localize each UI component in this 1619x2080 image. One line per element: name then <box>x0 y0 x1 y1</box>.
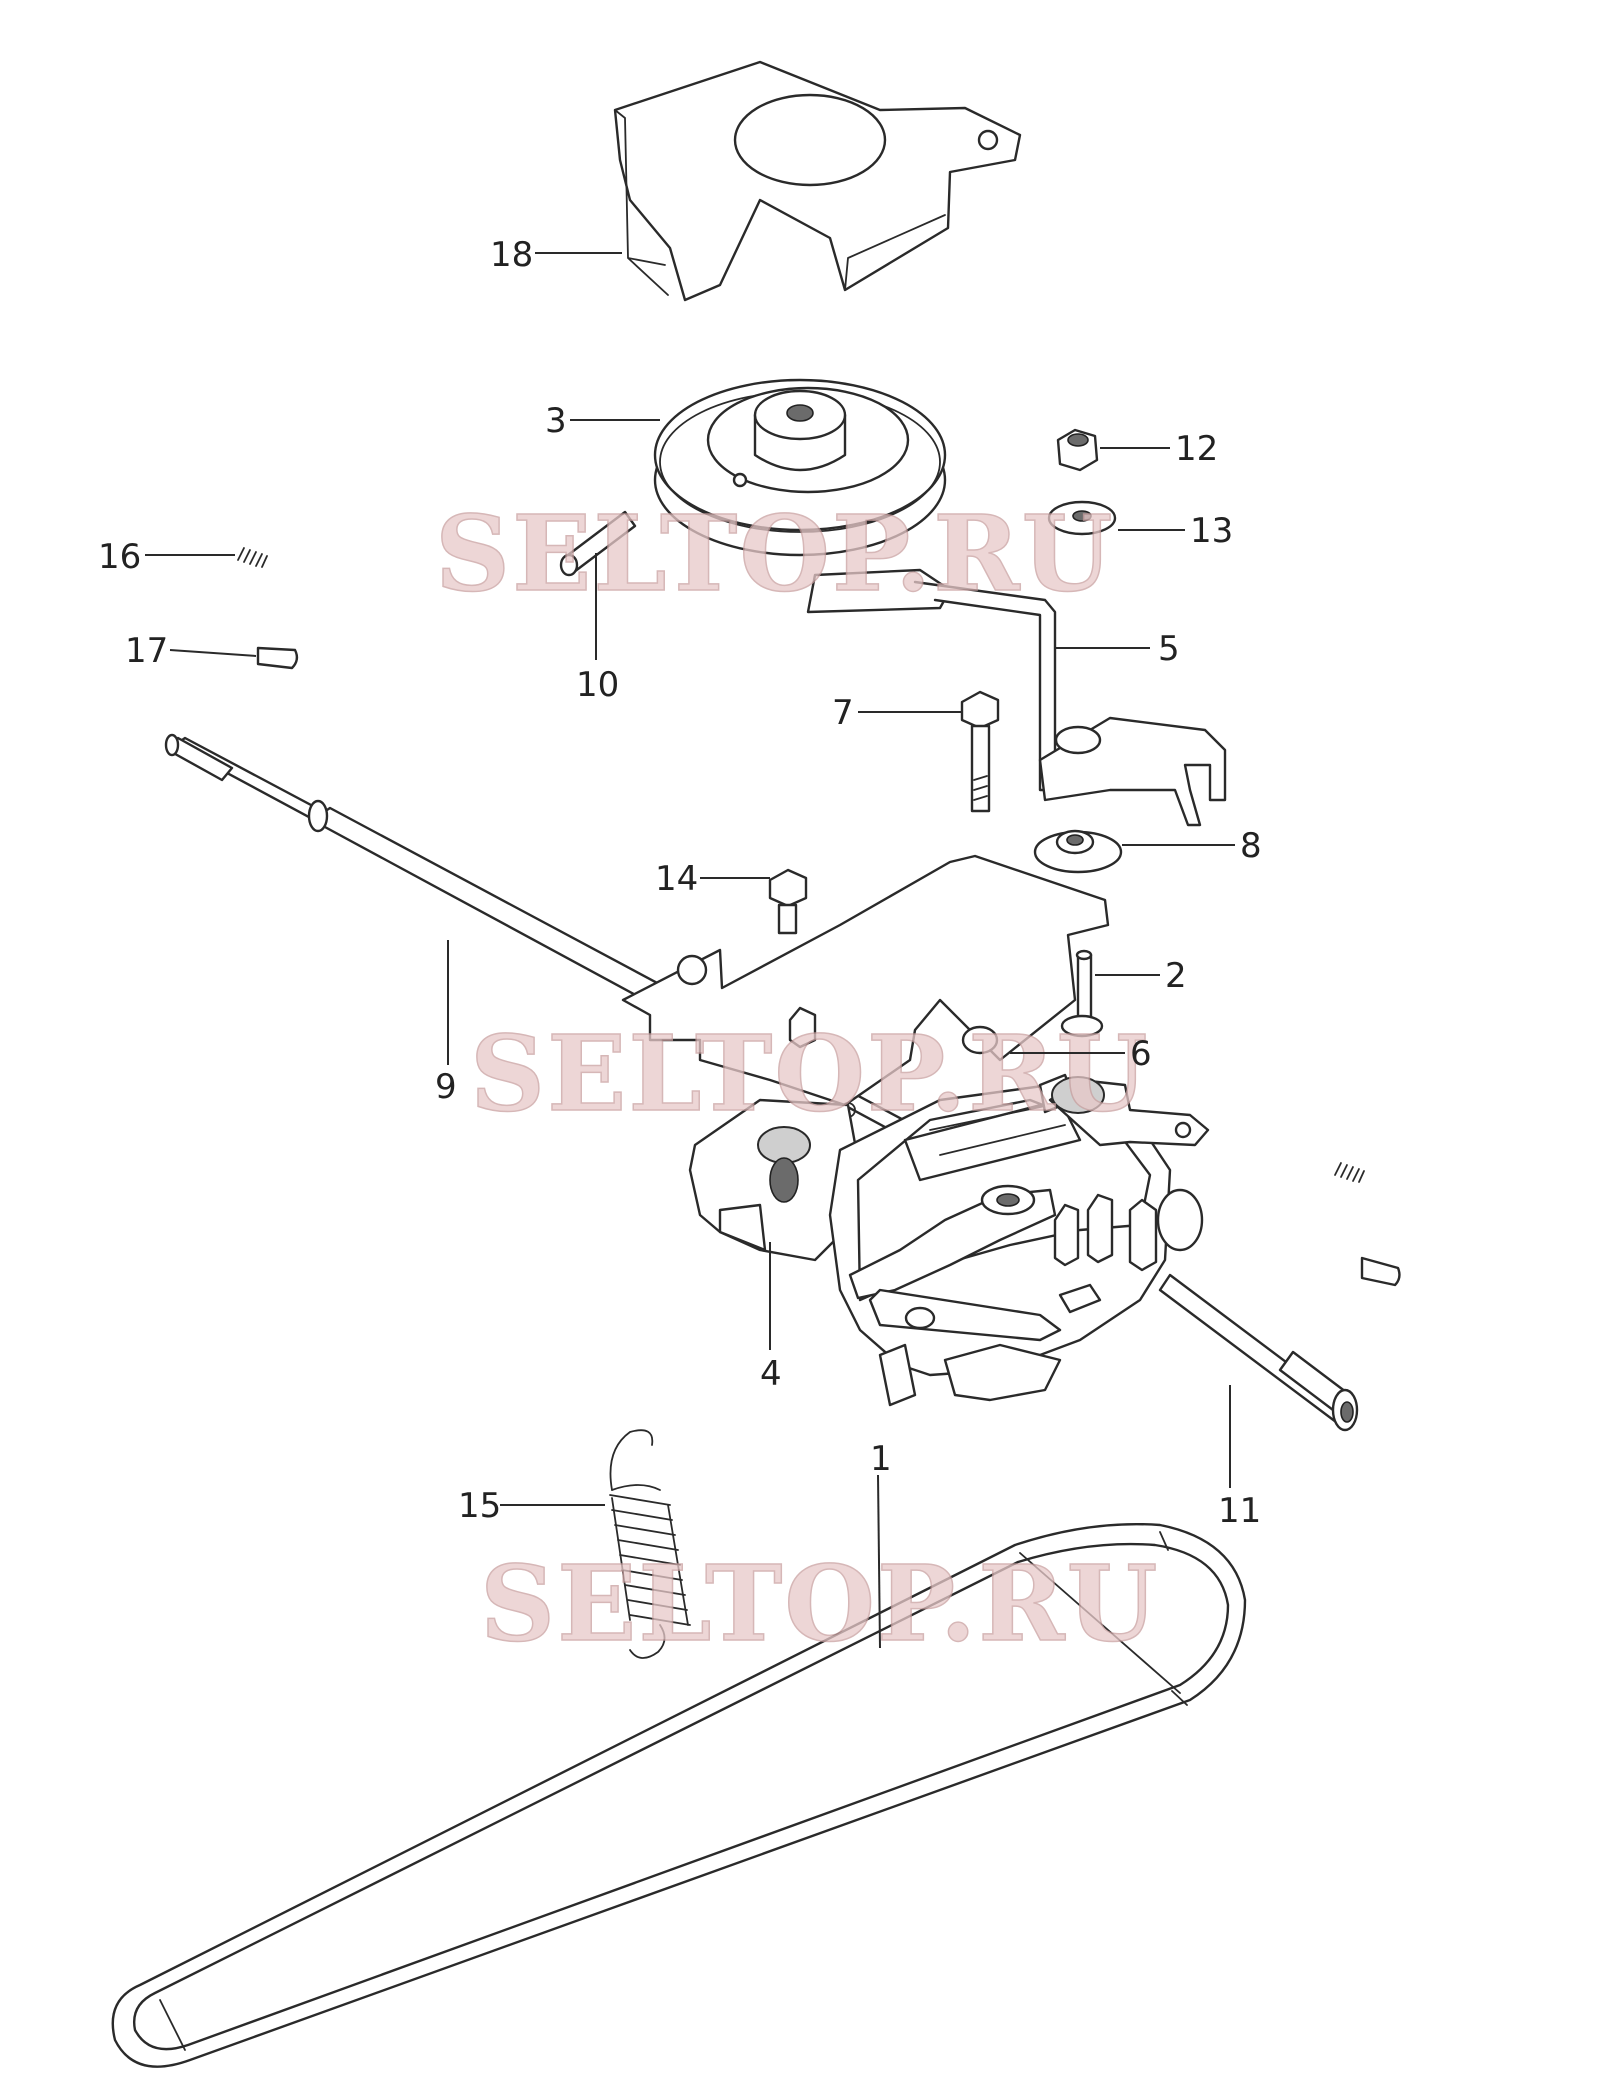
part-7-bolt <box>960 690 1000 813</box>
part-6-nut <box>1060 1014 1104 1038</box>
part-17-key <box>256 646 299 670</box>
part-12-nut <box>1056 428 1099 472</box>
callout-11: 11 <box>1218 1491 1261 1531</box>
callout-14: 14 <box>655 859 698 899</box>
callout-7: 7 <box>832 693 854 733</box>
part-4-transmission <box>621 854 1210 1407</box>
callout-2: 2 <box>1165 956 1187 996</box>
callout-6: 6 <box>1130 1034 1152 1074</box>
part-8-washer <box>1033 829 1123 874</box>
part-17b-key <box>1360 1256 1401 1287</box>
callout-17: 17 <box>125 631 168 671</box>
watermark-top: SELTOP.RU <box>435 492 1114 615</box>
callout-8: 8 <box>1240 826 1262 866</box>
part-2-stud <box>1075 949 1093 1022</box>
part-16b-small-spring <box>1334 1162 1365 1183</box>
callout-18: 18 <box>490 235 533 275</box>
callout-5: 5 <box>1158 629 1180 669</box>
callout-9: 9 <box>435 1067 457 1107</box>
part-16-small-spring <box>237 547 268 568</box>
part-3-pulley <box>653 378 947 557</box>
part-15-return-spring <box>609 1429 691 1659</box>
callout-12: 12 <box>1175 429 1218 469</box>
callout-1: 1 <box>870 1439 892 1479</box>
part-13-washer <box>1047 500 1117 536</box>
watermark-bottom: SELTOP.RU <box>480 1542 1159 1665</box>
callout-15: 15 <box>458 1486 501 1526</box>
leader-1 <box>877 1474 881 1649</box>
part-18-cover-plate <box>613 60 1022 302</box>
callout-3: 3 <box>545 401 567 441</box>
leader-17 <box>169 649 257 657</box>
part-10-pin <box>559 510 637 577</box>
leader-lines <box>145 252 1235 1649</box>
part-1-drive-belt <box>111 1522 1247 2068</box>
part-5-shift-lever <box>806 568 1227 827</box>
watermark-middle: SELTOP.RU <box>470 1012 1149 1135</box>
part-14-bolt <box>768 868 808 935</box>
callout-16: 16 <box>98 537 141 577</box>
watermark-layer: SELTOP.RU SELTOP.RU SELTOP.RU <box>434 491 1159 1666</box>
callout-labels: 18 3 12 13 16 17 10 5 7 8 14 2 9 6 4 11 … <box>98 235 1262 1531</box>
callout-10: 10 <box>576 665 619 705</box>
callout-13: 13 <box>1190 511 1233 551</box>
part-11-right-axle <box>1158 1273 1359 1432</box>
callout-4: 4 <box>760 1354 782 1394</box>
